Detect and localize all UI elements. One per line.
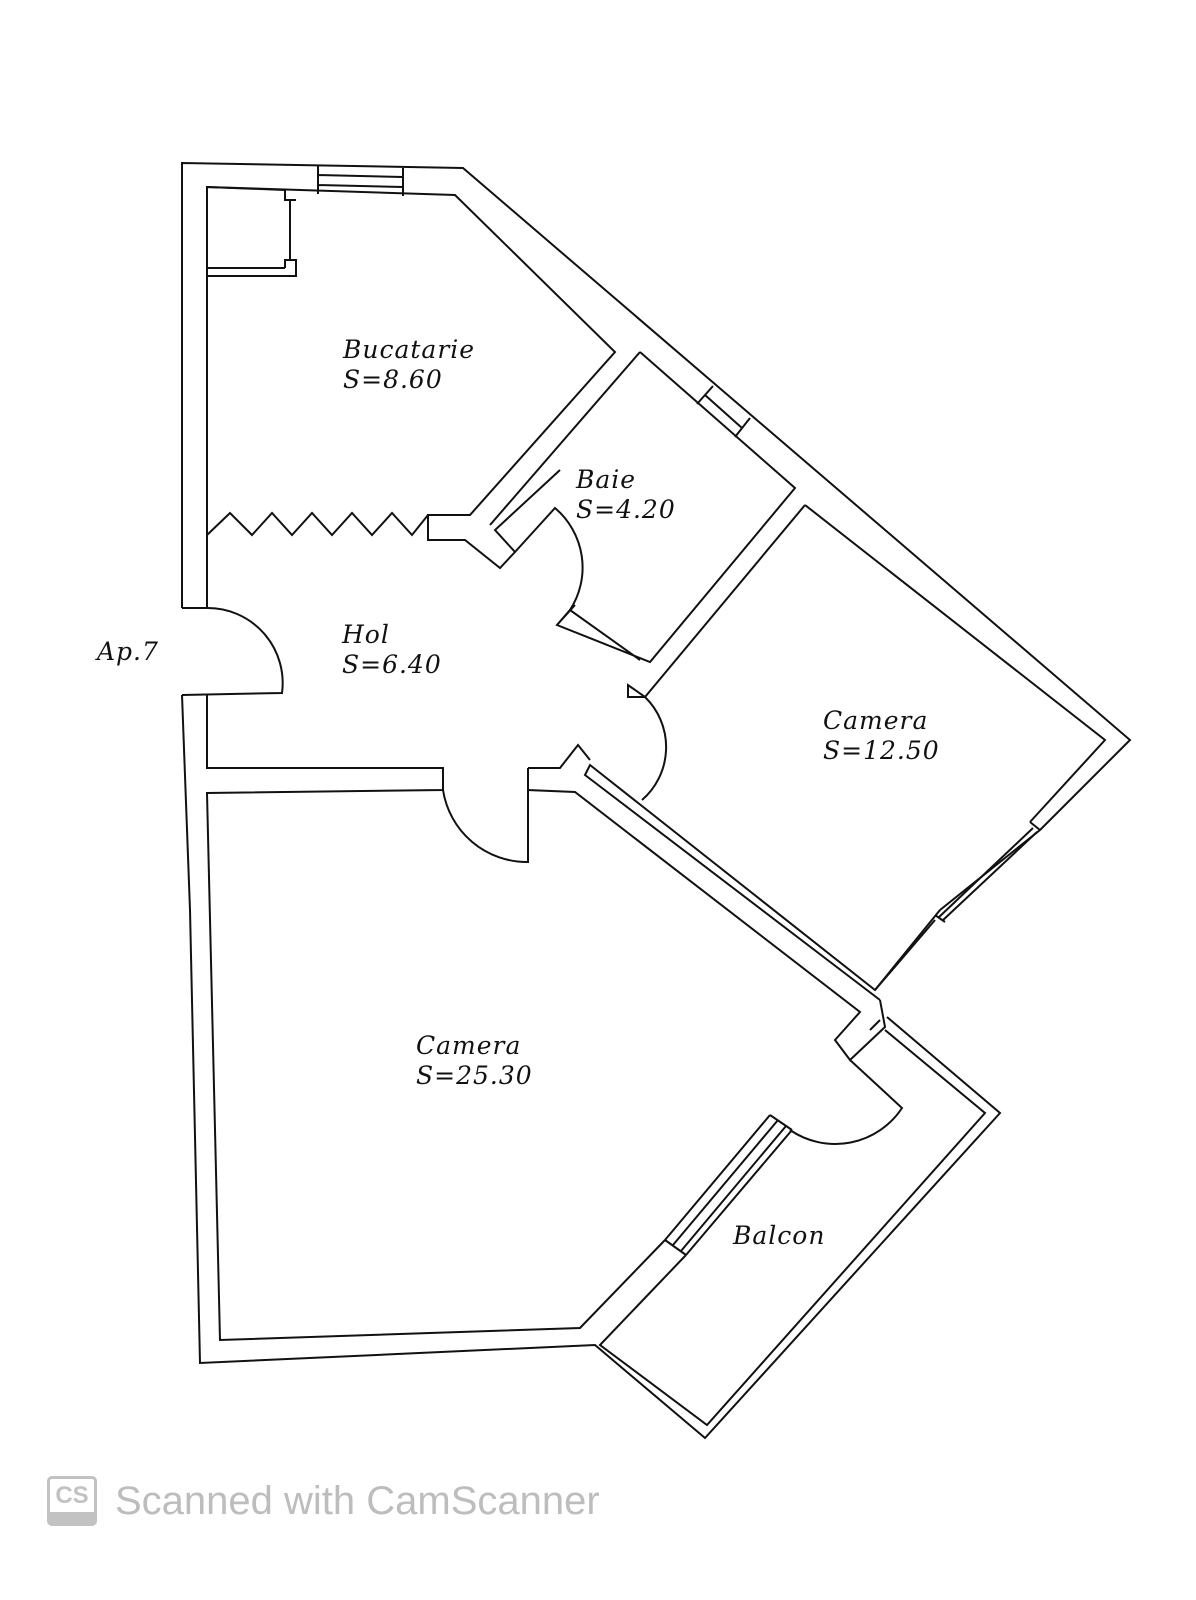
door-camera-2 [442, 789, 529, 864]
hall-bottom-wall [205, 695, 887, 1342]
room-label-bucatarie: Bucatarie S=8.60 [343, 335, 475, 395]
room-name: Baie [576, 465, 637, 494]
window-balcony [664, 1114, 793, 1256]
logo-text: CS [55, 1482, 89, 1509]
bath-door [514, 506, 584, 611]
door-balcony [789, 1059, 904, 1145]
entry-door [181, 606, 284, 696]
room-area: S=4.20 [576, 495, 676, 524]
room-name: Bucatarie [343, 335, 476, 364]
room-wall-camera-1 [583, 504, 1107, 1001]
camscanner-watermark: CS Scanned with CamScanner [47, 1476, 600, 1526]
room-label-camera-1: Camera S=12.50 [823, 706, 940, 766]
room-label-baie: Baie S=4.20 [576, 465, 676, 525]
closet [206, 186, 297, 277]
window-bath [696, 385, 751, 438]
room-area: S=12.50 [823, 736, 940, 765]
room-area: S=8.60 [343, 365, 443, 394]
room-name: Camera [416, 1031, 522, 1060]
room-area: S=6.40 [342, 650, 442, 679]
apartment-label: Ap.7 [97, 637, 159, 666]
balcony-wall [598, 1019, 987, 1427]
room-label-balcon: Balcon [733, 1221, 825, 1251]
camscanner-logo-icon: CS [47, 1476, 97, 1526]
window-kitchen [317, 165, 404, 196]
room-name: Hol [342, 620, 390, 649]
door-camera-1 [641, 696, 668, 801]
outer-wall [181, 161, 1132, 1440]
room-name: Balcon [733, 1221, 826, 1250]
room-label-hol: Hol S=6.40 [342, 620, 442, 680]
inner-wall-line [206, 185, 617, 608]
zigzag-partition [206, 511, 429, 537]
watermark-text: Scanned with CamScanner [115, 1478, 600, 1523]
room-area: S=25.30 [416, 1061, 533, 1090]
room-name: Camera [823, 706, 929, 735]
window-camera-1 [934, 821, 1041, 923]
room-label-camera-2: Camera S=25.30 [416, 1031, 533, 1091]
